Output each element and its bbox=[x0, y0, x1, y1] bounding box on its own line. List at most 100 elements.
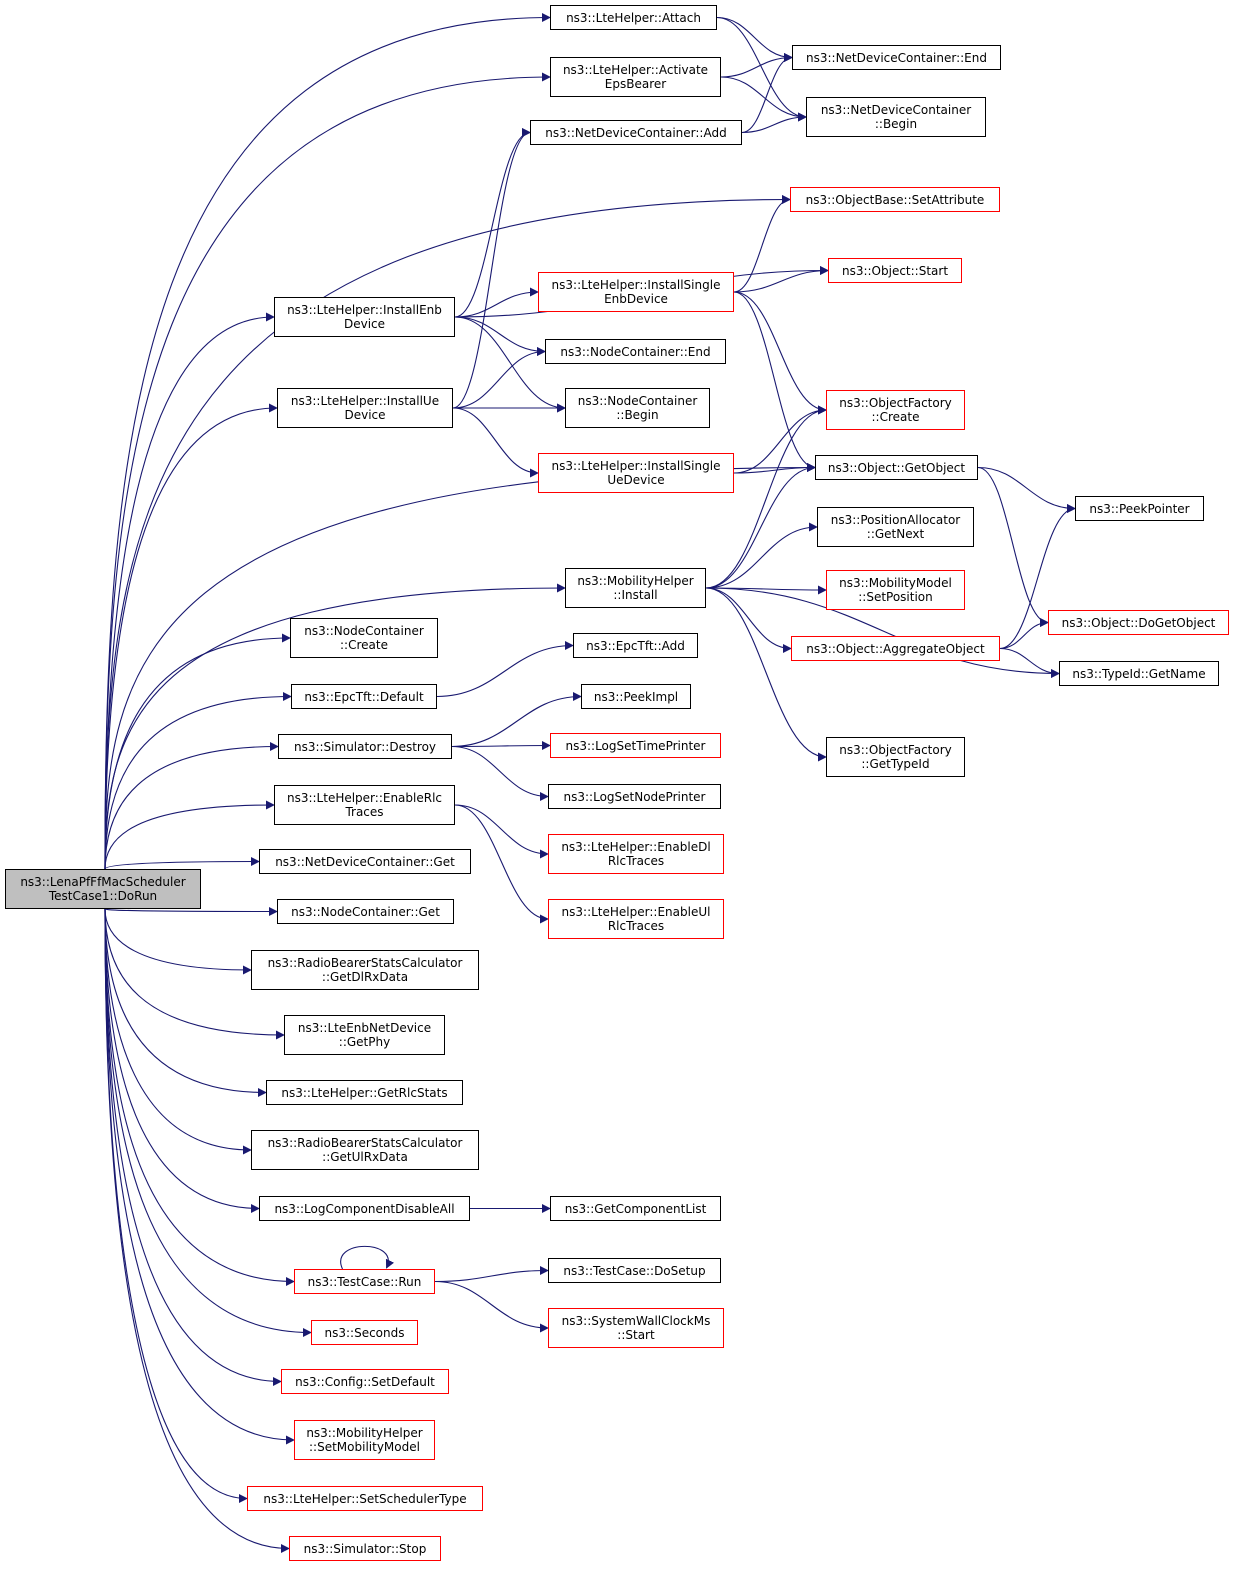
call-edge-installue-to-ndcadd bbox=[452, 128, 531, 409]
call-edge-activate-to-ndcend bbox=[720, 53, 793, 78]
function-node-ofcreate[interactable]: ns3::ObjectFactory::Create bbox=[826, 390, 965, 430]
node-label-line: ::GetDlRxData bbox=[321, 970, 409, 984]
function-node-mobsetpos[interactable]: ns3::MobilityModel::SetPosition bbox=[826, 570, 965, 610]
call-edge-testrun-to-dosetup bbox=[434, 1266, 549, 1283]
call-edge-root-to-getphy bbox=[104, 908, 285, 1040]
node-label-line: ns3::MobilityHelper bbox=[577, 574, 694, 588]
function-node-simstop[interactable]: ns3::Simulator::Stop bbox=[289, 1536, 441, 1561]
function-node-getcomplist[interactable]: ns3::GetComponentList bbox=[550, 1196, 721, 1221]
function-node-objstart[interactable]: ns3::Object::Start bbox=[828, 258, 962, 283]
function-node-peekimpl[interactable]: ns3::PeekImpl bbox=[581, 684, 691, 709]
node-label-line: ns3::RadioBearerStatsCalculator bbox=[267, 1136, 463, 1150]
function-node-ofgettypeid[interactable]: ns3::ObjectFactory::GetTypeId bbox=[826, 737, 965, 777]
function-node-typeidname[interactable]: ns3::TypeId::GetName bbox=[1059, 661, 1219, 686]
function-node-ndcget[interactable]: ns3::NetDeviceContainer::Get bbox=[259, 849, 471, 874]
call-edge-installsingleenb-to-objstart bbox=[733, 266, 829, 293]
node-label-line: ns3::NetDeviceContainer::Get bbox=[275, 854, 455, 869]
node-label-line: ::Create bbox=[340, 638, 388, 652]
function-node-dogetobject[interactable]: ns3::Object::DoGetObject bbox=[1048, 610, 1229, 635]
node-label-line: ns3::NodeContainer bbox=[577, 394, 698, 408]
function-node-ncget[interactable]: ns3::NodeContainer::Get bbox=[277, 899, 454, 924]
node-label-line: ::Install bbox=[613, 588, 658, 602]
call-edge-installsingleenb-to-getobject bbox=[733, 291, 816, 472]
function-node-testrun[interactable]: ns3::TestCase::Run bbox=[294, 1269, 435, 1294]
function-node-posalloc[interactable]: ns3::PositionAllocator::GetNext bbox=[817, 507, 974, 547]
function-node-nccreate[interactable]: ns3::NodeContainer::Create bbox=[290, 618, 438, 658]
function-node-logdisable[interactable]: ns3::LogComponentDisableAll bbox=[259, 1196, 470, 1221]
function-node-ndcadd[interactable]: ns3::NetDeviceContainer::Add bbox=[530, 120, 742, 145]
call-edge-getobject-to-dogetobject bbox=[977, 466, 1049, 627]
function-node-epctftdefault[interactable]: ns3::EpcTft::Default bbox=[291, 684, 437, 709]
function-node-getphy[interactable]: ns3::LteEnbNetDevice::GetPhy bbox=[284, 1015, 445, 1055]
function-node-aggregate[interactable]: ns3::Object::AggregateObject bbox=[791, 636, 1000, 661]
node-label-line: ::Create bbox=[871, 410, 920, 424]
call-edge-root-to-enablerlc bbox=[104, 800, 275, 870]
call-edge-enablerlc-to-enabledl bbox=[454, 804, 549, 859]
node-label-line: ns3::TestCase::DoSetup bbox=[563, 1263, 706, 1278]
call-edge-root-to-setattr bbox=[104, 195, 791, 870]
function-node-wallclock[interactable]: ns3::SystemWallClockMs::Start bbox=[548, 1308, 724, 1348]
call-edge-installsingleenb-to-setattr bbox=[733, 195, 791, 293]
function-node-attach[interactable]: ns3::LteHelper::Attach bbox=[550, 5, 717, 30]
function-node-peekpointer[interactable]: ns3::PeekPointer bbox=[1075, 496, 1204, 521]
function-node-setattr[interactable]: ns3::ObjectBase::SetAttribute bbox=[790, 187, 1000, 212]
function-node-getulrx[interactable]: ns3::RadioBearerStatsCalculator::GetUlRx… bbox=[251, 1130, 479, 1170]
node-label-line: ns3::TypeId::GetName bbox=[1072, 666, 1206, 681]
call-edge-simdestroy-to-peekimpl bbox=[451, 692, 582, 748]
function-node-getrlcstats[interactable]: ns3::LteHelper::GetRlcStats bbox=[266, 1080, 463, 1105]
call-edge-testrun-to-wallclock bbox=[434, 1280, 549, 1333]
node-label-line: ns3::RadioBearerStatsCalculator bbox=[267, 956, 463, 970]
node-label-line: ns3::LogComponentDisableAll bbox=[274, 1201, 455, 1216]
call-edge-simdestroy-to-logtimeprinter bbox=[451, 741, 551, 751]
call-edge-attach-to-ndcend bbox=[716, 16, 793, 62]
function-node-ndcbegin[interactable]: ns3::NetDeviceContainer::Begin bbox=[806, 97, 986, 137]
node-label-line: ns3::Seconds bbox=[324, 1325, 405, 1340]
node-label-line: ::Begin bbox=[874, 117, 918, 131]
node-label-line: ns3::LteHelper::GetRlcStats bbox=[281, 1085, 448, 1100]
node-label-line: ns3::EpcTft::Add bbox=[586, 638, 685, 653]
call-edge-root-to-epctftdefault bbox=[104, 692, 292, 870]
function-node-seconds[interactable]: ns3::Seconds bbox=[311, 1320, 418, 1345]
function-node-setsched[interactable]: ns3::LteHelper::SetSchedulerType bbox=[247, 1486, 483, 1511]
function-node-simdestroy[interactable]: ns3::Simulator::Destroy bbox=[278, 734, 452, 759]
function-node-lognodeprinter[interactable]: ns3::LogSetNodePrinter bbox=[548, 784, 721, 809]
call-edge-root-to-installenb bbox=[104, 312, 275, 870]
call-edge-ndcadd-to-ndcbegin bbox=[741, 112, 807, 134]
call-edge-mobinstall-to-typeidname bbox=[705, 587, 1060, 678]
function-node-mobinstall[interactable]: ns3::MobilityHelper::Install bbox=[565, 568, 706, 608]
function-node-dosetup[interactable]: ns3::TestCase::DoSetup bbox=[548, 1258, 721, 1283]
node-label-line: ns3::NetDeviceContainer::Add bbox=[545, 125, 727, 140]
node-label-line: ns3::SystemWallClockMs bbox=[561, 1314, 711, 1328]
function-node-ncbegin[interactable]: ns3::NodeContainer::Begin bbox=[565, 388, 710, 428]
node-label-line: ns3::NodeContainer::End bbox=[560, 344, 711, 359]
node-label-line: Device bbox=[343, 317, 386, 331]
call-edge-mobinstall-to-ofcreate bbox=[705, 405, 827, 589]
node-label-line: ns3::MobilityModel bbox=[839, 576, 952, 590]
node-label-line: ns3::NetDeviceContainer bbox=[820, 103, 972, 117]
function-node-logtimeprinter[interactable]: ns3::LogSetTimePrinter bbox=[550, 733, 721, 758]
function-node-getdlrx[interactable]: ns3::RadioBearerStatsCalculator::GetDlRx… bbox=[251, 950, 479, 990]
function-node-setdefault[interactable]: ns3::Config::SetDefault bbox=[281, 1369, 449, 1394]
function-node-setmobmodel[interactable]: ns3::MobilityHelper::SetMobilityModel bbox=[294, 1420, 435, 1460]
node-label-line: ns3::LteHelper::SetSchedulerType bbox=[263, 1491, 467, 1506]
node-label-line: ::SetPosition bbox=[858, 590, 933, 604]
function-node-ndcend[interactable]: ns3::NetDeviceContainer::End bbox=[792, 45, 1001, 70]
function-node-epctftadd[interactable]: ns3::EpcTft::Add bbox=[573, 633, 698, 658]
node-label-line: ::GetUlRxData bbox=[322, 1150, 408, 1164]
call-edge-installenb-to-installsingleenb bbox=[454, 287, 539, 318]
function-node-ncend[interactable]: ns3::NodeContainer::End bbox=[545, 339, 726, 364]
function-node-getobject[interactable]: ns3::Object::GetObject bbox=[815, 455, 978, 480]
node-label-line: ::GetNext bbox=[866, 527, 925, 541]
node-label-line: ns3::Object::AggregateObject bbox=[806, 641, 985, 656]
node-label-line: Traces bbox=[345, 805, 384, 819]
